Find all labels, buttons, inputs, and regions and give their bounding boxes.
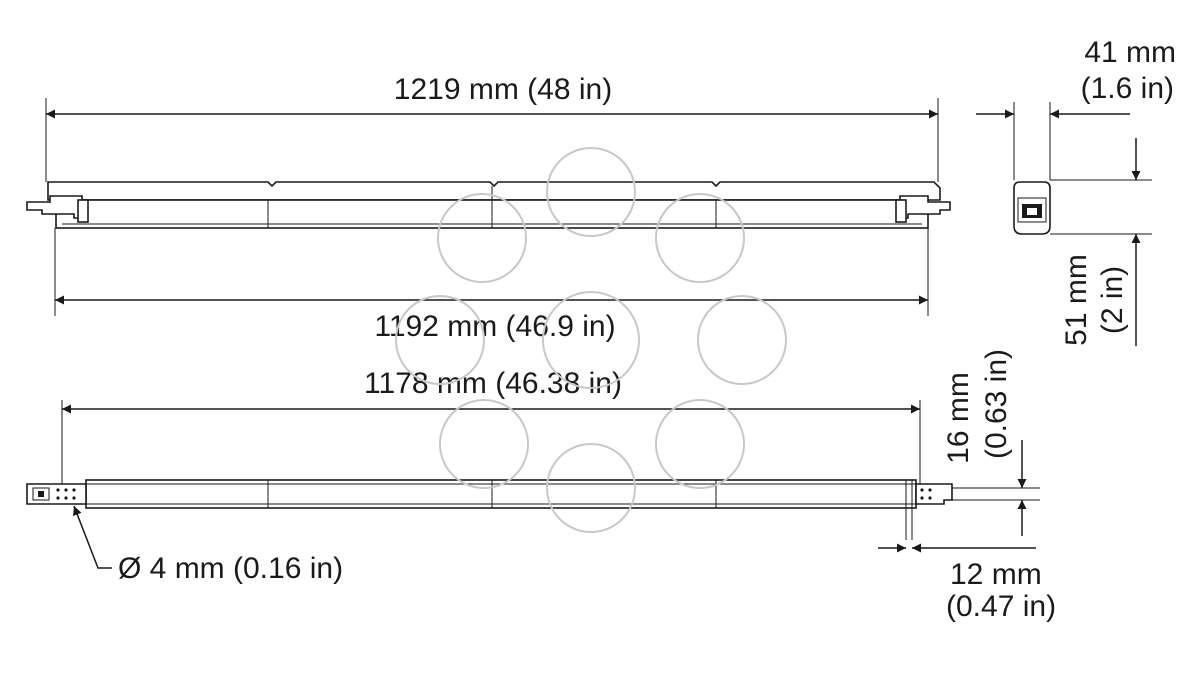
mounting-bracket-view: 1178 mm (46.38 in) 16 mm (26, 349, 1056, 623)
width-mm-label: 41 mm (1084, 36, 1176, 69)
hole-diameter-leader (73, 505, 112, 569)
bracket-height-in-label: (0.63 in) (980, 349, 1013, 459)
bracket-offset-in-label: (0.47 in) (946, 590, 1056, 623)
mounting-length-label: 1178 mm (46.38 in) (364, 367, 622, 400)
height-mm-label: 51 mm (1060, 254, 1093, 346)
height-in-label: (2 in) (1096, 266, 1129, 334)
width-in-label: (1.6 in) (1081, 72, 1174, 105)
hole-diameter-label: Ø 4 mm (0.16 in) (118, 552, 343, 585)
housing-length-label: 1192 mm (46.9 in) (374, 310, 615, 343)
end-view: 41 mm (1.6 in) 51 mm (2 in) (976, 36, 1176, 346)
watermark-logo (395, 147, 787, 533)
side-elevation-view: 1219 mm (48 in) 1192 mm (46.9 in) (26, 73, 951, 343)
bracket-offset-mm-label: 12 mm (950, 558, 1042, 591)
bracket-height-mm-label: 16 mm (942, 372, 975, 464)
overall-length-label: 1219 mm (48 in) (394, 73, 612, 106)
